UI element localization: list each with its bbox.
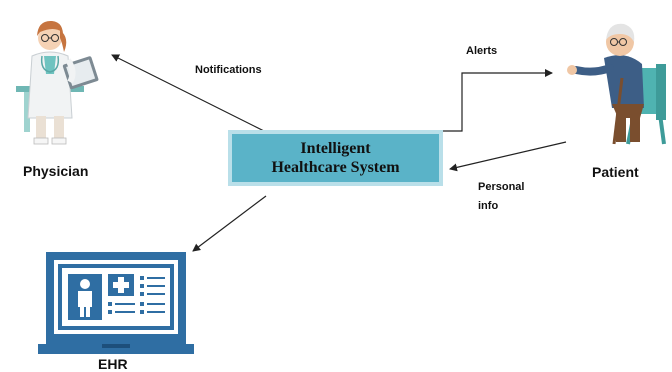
notifications-label: Notifications [195, 64, 262, 76]
alerts-label: Alerts [466, 45, 498, 57]
intelligent-healthcare-system-box: Intelligent Healthcare System [228, 130, 443, 186]
central-box-title-line1: Intelligent [300, 140, 371, 157]
physician-icon [16, 20, 99, 145]
arrow-personal-info [449, 141, 567, 172]
arrow-alerts [375, 69, 553, 132]
personal-info-label-line1: Personal [478, 181, 525, 193]
arrow-ehr [192, 195, 267, 252]
arrow-notifications [111, 54, 265, 132]
personal-info-label-line2: info [478, 200, 499, 212]
patient-icon [567, 23, 666, 145]
central-box-title-line2: Healthcare System [271, 159, 400, 176]
ehr-label: EHR [98, 356, 128, 372]
physician-label: Physician [23, 163, 89, 179]
patient-label: Patient [592, 164, 639, 180]
ehr-laptop-icon [38, 252, 194, 354]
